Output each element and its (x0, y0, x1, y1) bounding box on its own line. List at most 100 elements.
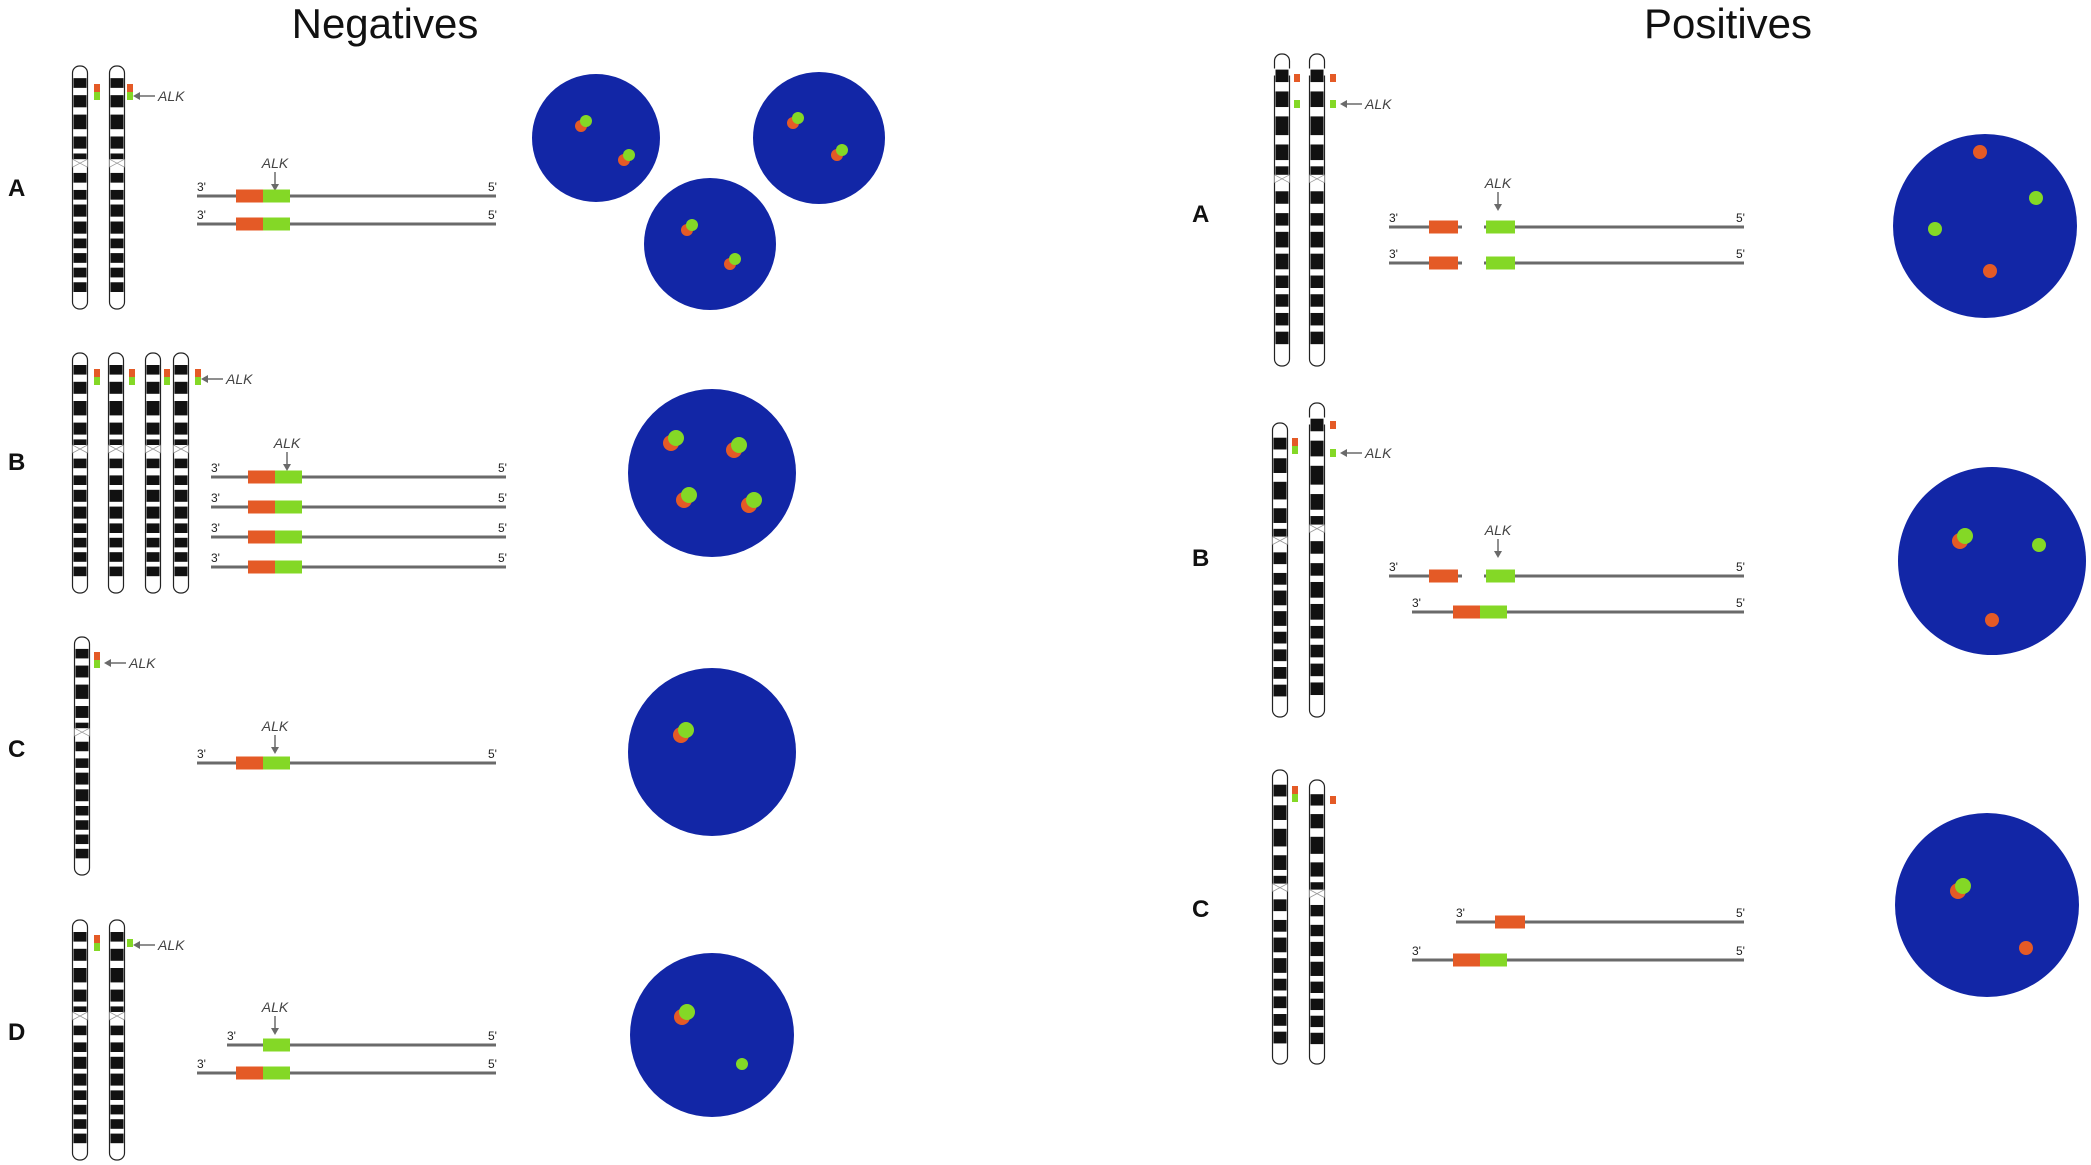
chromosome-band (110, 78, 124, 88)
red-probe (236, 189, 263, 203)
strand-5prime: 5' (498, 461, 507, 475)
nucleus (532, 74, 660, 202)
negatives-title: Negatives (292, 0, 479, 47)
chromosome-band (73, 1042, 87, 1052)
chromosome-band (73, 1104, 87, 1115)
chromosome-band (1310, 231, 1324, 248)
green-probe (275, 530, 302, 544)
alk-pointer-head (1494, 204, 1502, 211)
red-probe (1453, 953, 1480, 967)
dna-strand: 3'5' (1389, 211, 1745, 234)
red-probe-mark (1294, 74, 1300, 82)
nucleus-body (1893, 134, 2077, 318)
chromosome-band (109, 552, 123, 562)
centromere-mark (173, 444, 189, 454)
red-probe-mark (1330, 74, 1336, 82)
chromosome-band (1273, 572, 1287, 585)
chromosome-band (1310, 625, 1324, 639)
chromosome-band (146, 523, 160, 533)
chromosome-band (73, 475, 87, 485)
red-probe (236, 217, 263, 231)
green-signal (580, 115, 592, 127)
alk-arrowhead (104, 659, 111, 667)
green-signal (623, 149, 635, 161)
centromere-mark (1309, 524, 1325, 533)
chromosome (108, 65, 126, 310)
strand-3prime: 3' (197, 180, 206, 194)
chromosome-band (109, 381, 123, 394)
red-probe (1429, 256, 1458, 270)
chromosome (144, 352, 162, 594)
chromosome-band (110, 136, 124, 149)
strand-3prime: 3' (1389, 211, 1398, 225)
alk-pointer-head (271, 1028, 279, 1035)
green-probe (275, 470, 302, 484)
chromosome-band (73, 401, 87, 416)
chromosome-band (109, 475, 123, 485)
dna-strand: 3'5' (211, 461, 507, 484)
chromosome-band (1310, 663, 1324, 677)
strand-5prime: 5' (488, 1057, 497, 1071)
chromosome-band (174, 365, 188, 375)
chromosome-band (146, 422, 160, 435)
chromosome-band (1273, 458, 1287, 473)
chromosome-band (73, 506, 87, 519)
chromosome-band (109, 422, 123, 435)
centromere-mark (145, 444, 161, 454)
chromosome-band (146, 566, 160, 577)
alk-arrowhead (133, 92, 140, 100)
chromosome-band (146, 489, 160, 502)
chromosome-band (1273, 508, 1287, 523)
chromosome-band (1273, 828, 1287, 847)
chromosome-band (109, 506, 123, 519)
chromosome-band (73, 365, 87, 375)
alk-label: ALK (261, 718, 289, 734)
chromosome (1271, 769, 1289, 1065)
chromosome-band (1273, 805, 1287, 820)
chromosome-band (1273, 649, 1287, 662)
green-probe-mark (195, 377, 201, 385)
chromosome-band (1275, 91, 1289, 108)
centromere-mark (1309, 174, 1325, 184)
chromosome-band (174, 381, 188, 394)
chromosome-band (1310, 91, 1324, 108)
red-probe (1495, 915, 1525, 929)
green-probe (263, 189, 290, 203)
chromosome-band (110, 1119, 124, 1129)
red-signal (1985, 613, 1999, 627)
chromosome-band (1310, 166, 1324, 176)
chromosome (108, 919, 126, 1161)
alk-label: ALK (128, 655, 156, 671)
green-signal (836, 144, 848, 156)
chromosome-band (73, 238, 87, 249)
chromosome-band (174, 506, 188, 519)
strand-5prime: 5' (498, 491, 507, 505)
centromere-mark (1272, 883, 1288, 892)
alk-arrowhead (133, 941, 140, 949)
alk-label: ALK (225, 371, 253, 387)
green-probe-mark (94, 660, 100, 668)
green-probe (1480, 605, 1507, 619)
chromosome-band (110, 221, 124, 234)
chromosome-band (146, 475, 160, 485)
red-signal (2019, 941, 2033, 955)
centromere-mark (109, 1011, 125, 1021)
strand-3prime: 3' (1389, 247, 1398, 261)
chromosome-band (75, 684, 89, 699)
chromosome-band (73, 458, 87, 469)
chromosome-band (1275, 312, 1289, 326)
chromosome-band (1273, 937, 1287, 953)
chromosome-band (110, 1056, 124, 1069)
dna-strand: 3'5' (1389, 247, 1745, 270)
strand-3prime: 3' (1456, 906, 1465, 920)
chromosome-band (73, 172, 87, 183)
alk-pointer-head (283, 464, 291, 471)
chromosome-band (73, 1133, 87, 1144)
centromere-mark (1309, 889, 1325, 898)
alk-arrowhead (1340, 100, 1347, 108)
chromosome (73, 636, 91, 876)
chromosome-band (1310, 541, 1324, 554)
chromosome-band (110, 189, 124, 200)
chromosome-band (174, 537, 188, 548)
